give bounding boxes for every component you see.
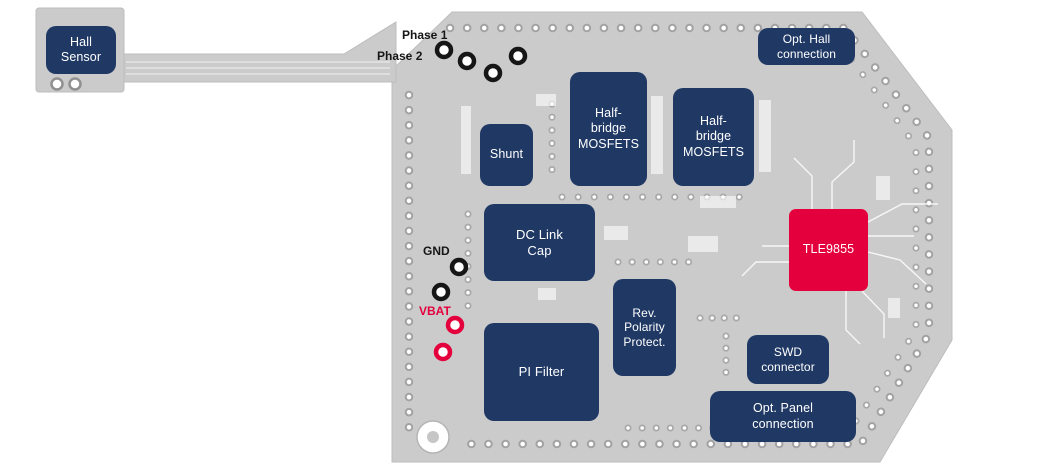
label-half-bridge-mosfets-2: Half- bridge MOSFETS <box>673 88 754 186</box>
testpoint-phase-3 <box>483 63 503 83</box>
arm-traces-decoration <box>126 61 390 75</box>
annotation-phase-1: Phase 1 <box>402 28 448 42</box>
testpoint-vbat-2 <box>433 342 453 362</box>
testpoint-phase-2 <box>457 51 477 71</box>
testpoint-gnd-1 <box>449 257 469 277</box>
annotation-phase-2: Phase 2 <box>377 49 423 63</box>
label-swd-connector: SWD connector <box>747 335 829 384</box>
pads-decoration <box>464 100 754 432</box>
label-half-bridge-mosfets-1: Half- bridge MOSFETS <box>570 72 647 186</box>
footprints-decoration <box>461 94 900 318</box>
testpoint-gnd-2 <box>431 282 451 302</box>
annotation-vbat: VBAT <box>419 304 451 318</box>
annotation-gnd: GND <box>423 244 450 258</box>
label-tle9855: TLE9855 <box>789 209 868 291</box>
traces-decoration <box>741 140 938 345</box>
label-pi-filter: PI Filter <box>484 323 599 421</box>
label-dc-link-cap: DC Link Cap <box>484 204 595 281</box>
mounting-hole <box>416 420 450 454</box>
label-rev-polarity-protect: Rev. Polarity Protect. <box>613 279 676 376</box>
testpoint-phase-4 <box>508 46 528 66</box>
hall-sensor-pins <box>50 77 82 91</box>
testpoint-vbat-1 <box>445 315 465 335</box>
testpoint-phase-1 <box>434 40 454 60</box>
label-opt-hall-connection: Opt. Hall connection <box>758 28 855 65</box>
label-shunt: Shunt <box>480 124 533 186</box>
pcb-arm-shape <box>117 21 397 83</box>
label-opt-panel-connection: Opt. Panel connection <box>710 391 856 442</box>
label-hall-sensor: Hall Sensor <box>46 26 116 74</box>
test-points <box>431 40 528 362</box>
